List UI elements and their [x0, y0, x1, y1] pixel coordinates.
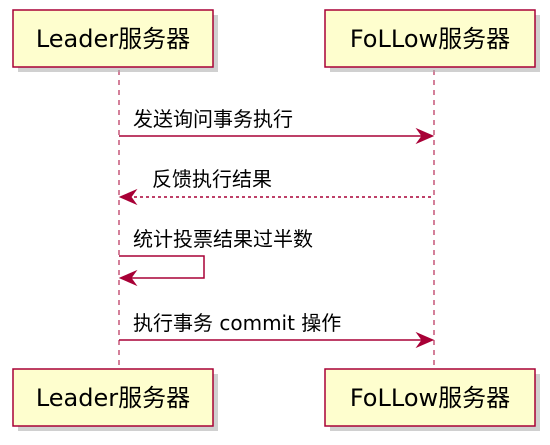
- participant-leader-bottom: Leader服务器: [12, 368, 218, 431]
- message-4-label: 执行事务 commit 操作: [133, 311, 341, 335]
- message-3-label: 统计投票结果过半数: [133, 227, 313, 251]
- message-2-arrowhead: [118, 188, 138, 206]
- message-1-label: 发送询问事务执行: [133, 107, 293, 131]
- message-3-line: [119, 255, 205, 279]
- message-1-arrowhead: [415, 127, 435, 145]
- message-1: 发送询问事务执行: [119, 107, 435, 145]
- message-3: 统计投票结果过半数: [118, 227, 313, 287]
- participant-leader-bottom-label: Leader服务器: [36, 384, 190, 412]
- participant-follow-top-label: FoLLow服务器: [350, 25, 510, 53]
- participant-leader-top-label: Leader服务器: [36, 25, 190, 53]
- message-2: 反馈执行结果: [118, 167, 434, 206]
- message-4-arrowhead: [415, 331, 435, 349]
- participant-follow-bottom-label: FoLLow服务器: [350, 384, 510, 412]
- message-2-label: 反馈执行结果: [152, 167, 272, 191]
- participant-leader-top: Leader服务器: [12, 9, 218, 72]
- participant-follow-top: FoLLow服务器: [324, 9, 540, 72]
- message-4: 执行事务 commit 操作: [119, 311, 435, 349]
- message-3-arrowhead: [118, 269, 138, 287]
- participant-follow-bottom: FoLLow服务器: [324, 368, 540, 431]
